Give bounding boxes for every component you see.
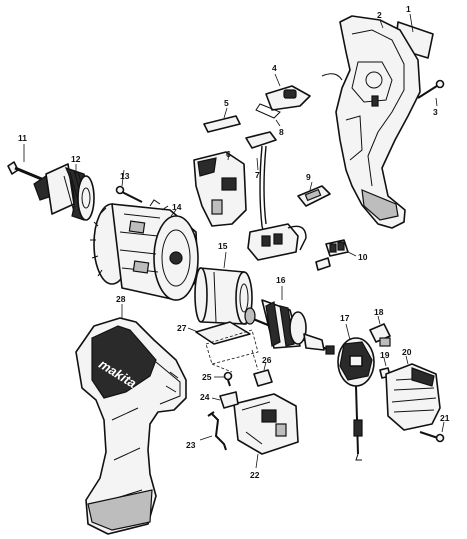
callout-12: 12 bbox=[71, 154, 81, 164]
callout-22: 22 bbox=[250, 470, 260, 480]
callout-11: 11 bbox=[18, 133, 27, 143]
part-16-armature bbox=[244, 286, 335, 355]
callout-2: 2 bbox=[377, 10, 382, 20]
part-5-switch-cap bbox=[203, 107, 241, 133]
part-6-switch bbox=[193, 151, 247, 227]
part-8-spring-plate bbox=[255, 103, 281, 127]
callout-24: 24 bbox=[200, 392, 210, 402]
terminal-board bbox=[247, 223, 307, 261]
part-24-hook-plate bbox=[211, 391, 239, 409]
part-14-gear-assembly bbox=[90, 199, 199, 301]
part-4-switch-lever bbox=[265, 73, 343, 111]
callout-23: 23 bbox=[186, 440, 196, 450]
callout-17: 17 bbox=[340, 313, 350, 323]
part-17-brush-holder bbox=[337, 323, 375, 461]
callout-5: 5 bbox=[224, 98, 229, 108]
part-18-carbon-brush bbox=[369, 315, 391, 347]
part-26-block bbox=[253, 361, 273, 387]
callout-1: 1 bbox=[406, 4, 411, 14]
part-2-housing-right bbox=[335, 15, 421, 229]
callout-27: 27 bbox=[177, 323, 187, 333]
callout-15: 15 bbox=[218, 241, 228, 251]
callout-19: 19 bbox=[380, 350, 390, 360]
callout-6: 6 bbox=[226, 149, 231, 159]
part-7-led-circuit bbox=[245, 131, 277, 239]
callout-13: 13 bbox=[120, 171, 130, 181]
callout-10: 10 bbox=[358, 252, 368, 262]
part-23-latch bbox=[199, 411, 227, 451]
part-12-keyless-chuck bbox=[33, 163, 95, 221]
part-15-motor-stator bbox=[194, 251, 253, 325]
part-20-rear-cover bbox=[385, 355, 441, 431]
callout-3: 3 bbox=[433, 107, 438, 117]
part-3-screw bbox=[417, 79, 445, 107]
callout-25: 25 bbox=[202, 372, 212, 382]
callout-labels: 1 2 3 4 5 6 7 8 9 10 11 12 13 14 15 16 1… bbox=[18, 4, 450, 480]
part-13-screw bbox=[115, 169, 143, 203]
part-21-screw bbox=[419, 421, 445, 443]
callout-16: 16 bbox=[276, 275, 286, 285]
callout-21: 21 bbox=[440, 413, 450, 423]
part-10-terminal bbox=[315, 239, 357, 271]
part-22-terminal-base bbox=[233, 393, 299, 469]
callout-26: 26 bbox=[262, 355, 272, 365]
callout-20: 20 bbox=[402, 347, 412, 357]
callout-14: 14 bbox=[172, 202, 182, 212]
callout-7: 7 bbox=[255, 170, 260, 180]
part-25-screw bbox=[214, 371, 233, 387]
callout-28: 28 bbox=[116, 294, 126, 304]
callout-8: 8 bbox=[279, 127, 284, 137]
part-11-chuck-screw bbox=[7, 144, 45, 182]
part-27-insulation-sheet bbox=[187, 321, 259, 373]
callout-4: 4 bbox=[272, 63, 277, 73]
callout-9: 9 bbox=[306, 172, 311, 182]
part-9-indicator bbox=[297, 181, 331, 207]
callout-18: 18 bbox=[374, 307, 384, 317]
part-28-housing-left: makita bbox=[75, 304, 187, 535]
